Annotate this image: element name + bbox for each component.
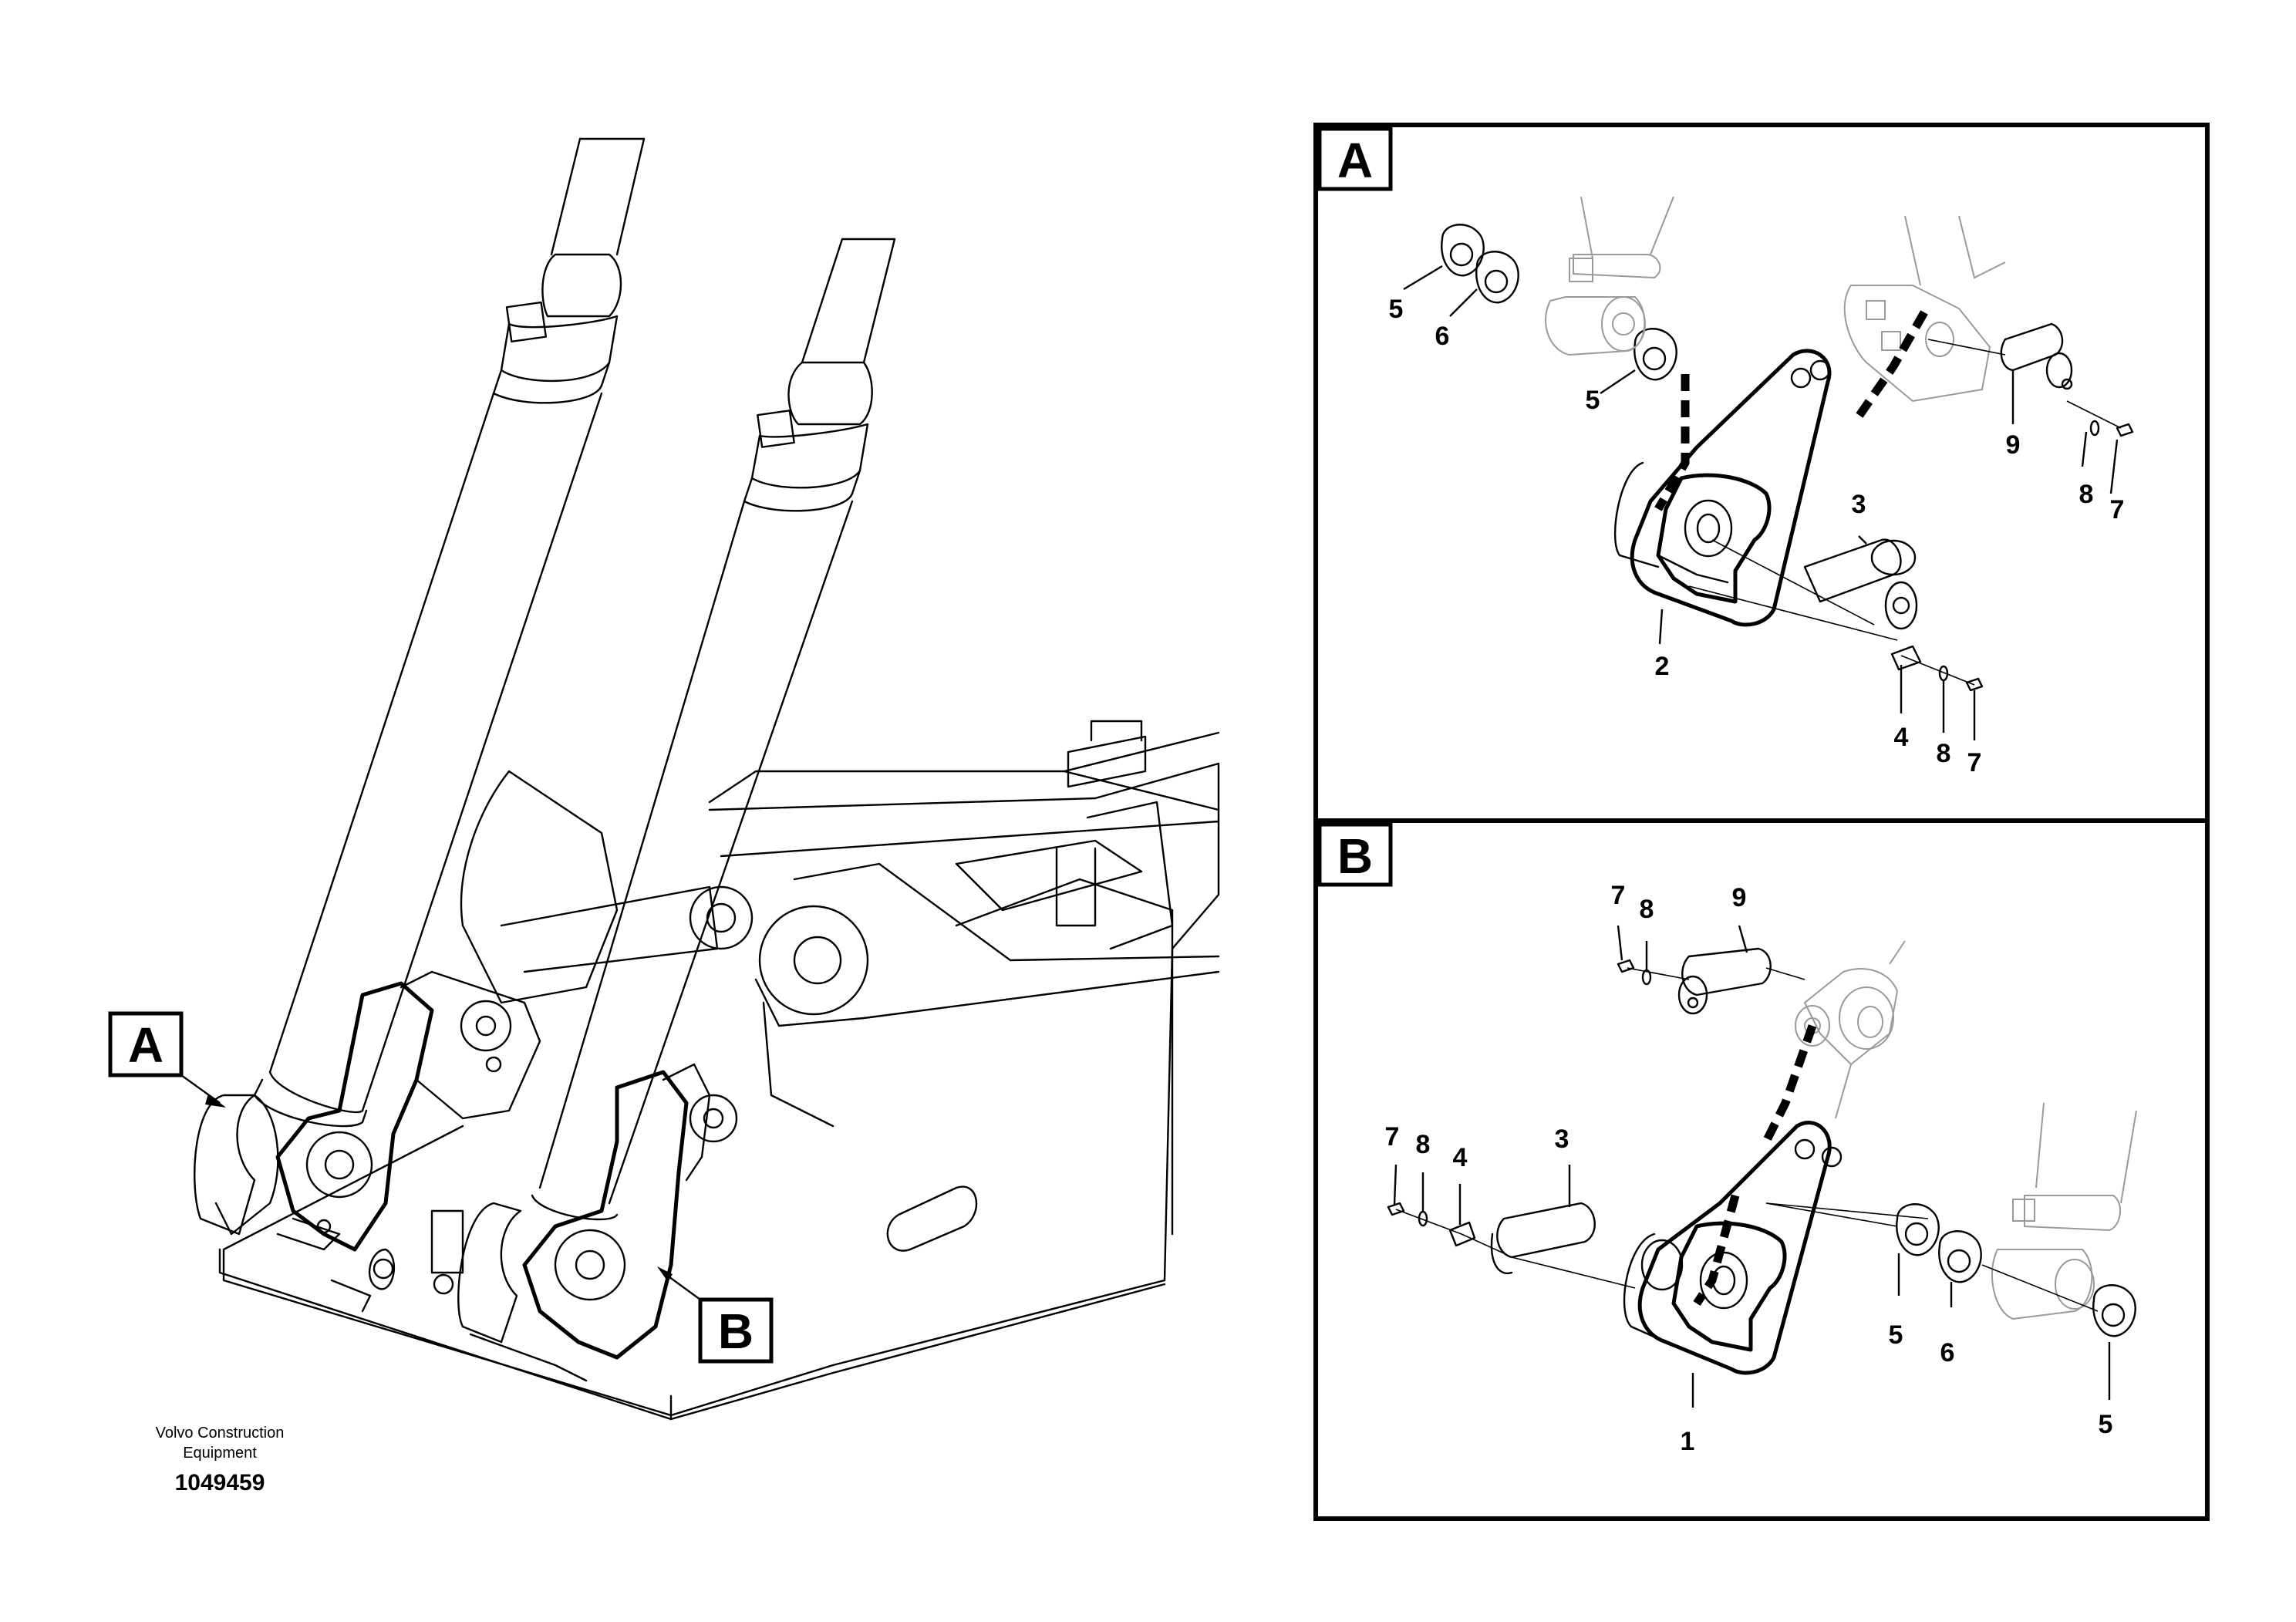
part-label: 8 (1640, 895, 1654, 924)
callout-a-letter: A (128, 1017, 164, 1073)
part-label: 5 (2099, 1410, 2113, 1439)
part-label: 2 (1655, 652, 1670, 681)
part-label: 8 (1416, 1130, 1431, 1159)
part-label: 8 (2079, 480, 2094, 509)
callout-b-overview: B (657, 1266, 774, 1364)
detail-a-panel: A (1313, 123, 2210, 823)
part-label: 1 (1681, 1427, 1695, 1456)
part-label: 9 (2006, 430, 2021, 460)
part-label: 4 (1453, 1143, 1468, 1172)
part-label: 6 (1435, 322, 1450, 351)
detail-b-label: B (1337, 828, 1373, 884)
title-block: Volvo Construction Equipment 1049459 (156, 1425, 285, 1496)
part-label: 7 (1967, 748, 1982, 777)
part-label: 3 (1555, 1125, 1569, 1154)
part-label: 7 (1611, 881, 1626, 910)
part-label: 4 (1894, 723, 1909, 752)
part-label: 5 (1389, 295, 1404, 324)
part-label: 9 (1732, 883, 1747, 912)
detail-a-label: A (1337, 133, 1373, 188)
part-label: 5 (1586, 386, 1600, 415)
part-label: 3 (1852, 490, 1866, 519)
part-label: 5 (1889, 1320, 1903, 1350)
detail-b-panel: B (1313, 818, 2210, 1521)
part-label: 8 (1937, 739, 1951, 768)
part-label: 7 (2110, 495, 2125, 524)
brand-line-1: Volvo Construction (156, 1425, 285, 1442)
part-label: 7 (1385, 1122, 1400, 1152)
brand-line-2: Equipment (183, 1445, 257, 1462)
callout-a-overview: A (108, 1011, 226, 1108)
part-label: 6 (1940, 1338, 1955, 1367)
drawing-number: 1049459 (175, 1470, 265, 1496)
overview-illustration (194, 137, 1220, 1421)
callout-b-letter: B (718, 1303, 754, 1359)
